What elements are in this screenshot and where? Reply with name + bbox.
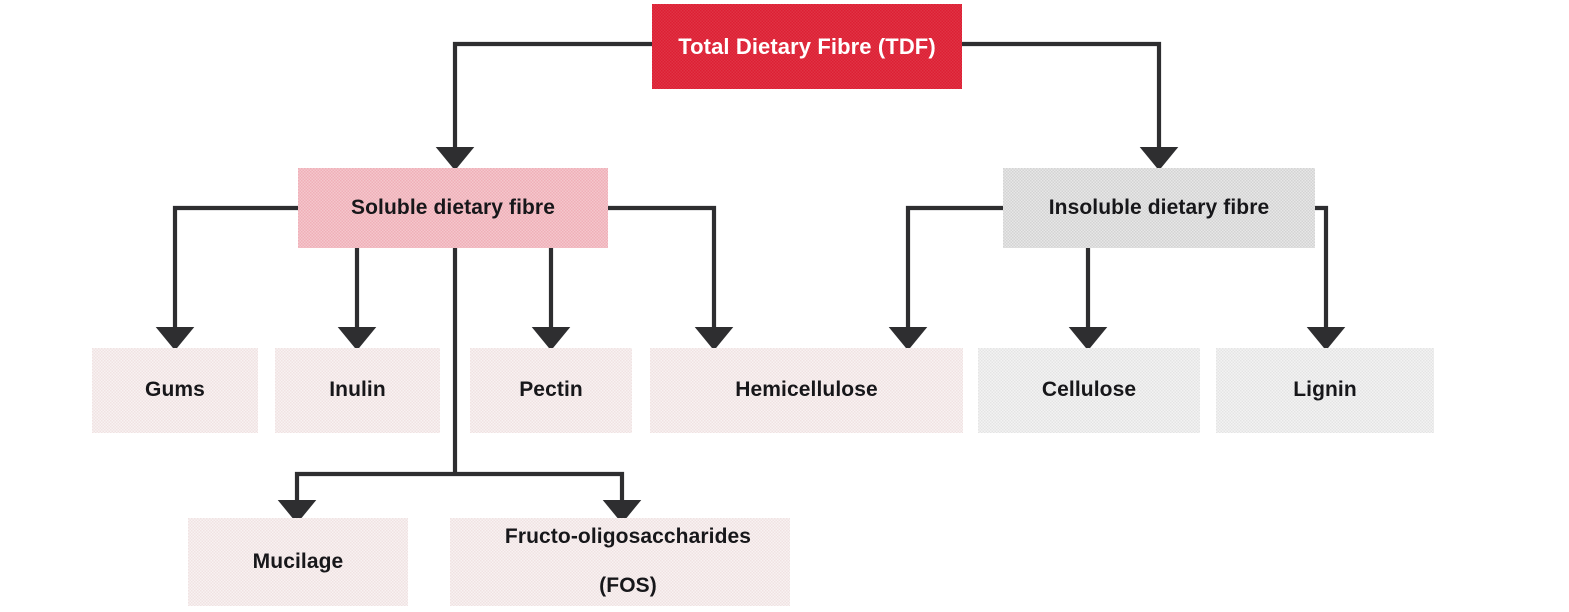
node-cellulose[interactable]: Cellulose (978, 348, 1200, 433)
node-pectin[interactable]: Pectin (470, 348, 632, 433)
node-inulin[interactable]: Inulin (275, 348, 440, 433)
node-soluble-dietary-fibre[interactable]: Soluble dietary fibre (298, 168, 608, 248)
node-hemicellulose[interactable]: Hemicellulose (650, 348, 963, 433)
node-label-mucilage: Mucilage (252, 549, 344, 573)
node-mucilage[interactable]: Mucilage (188, 518, 408, 606)
edge-insoluble-lignin (1306, 205, 1346, 351)
node-label-soluble-dietary-fibre: Soluble dietary fibre (351, 195, 555, 219)
node-label-fos-line1: Fructo-oligosaccharides (504, 524, 752, 548)
node-label-pectin: Pectin (519, 378, 583, 402)
node-label-total-dietary-fibre: Total Dietary Fibre (TDF) (678, 33, 936, 59)
node-label-fos-line2: (FOS) (599, 574, 657, 598)
node-label-gums: Gums (145, 378, 205, 402)
node-insoluble-dietary-fibre[interactable]: Insoluble dietary fibre (1003, 168, 1315, 248)
node-lignin[interactable]: Lignin (1216, 348, 1434, 433)
node-fructo-oligosaccharides[interactable]: Fructo-oligosaccharides (FOS) (450, 518, 790, 606)
node-label-cellulose: Cellulose (1041, 378, 1137, 402)
edge-root-soluble (435, 41, 652, 171)
edge-insoluble-hemicellulose (888, 205, 1003, 351)
node-label-hemicellulose: Hemicellulose (735, 378, 878, 402)
edge-soluble-hemicellulose (608, 205, 734, 351)
edge-root-insoluble (962, 41, 1179, 171)
edge-soluble-gums (155, 205, 298, 351)
edge-soluble-mucilage (277, 471, 455, 524)
node-label-fructo-oligosaccharides: Fructo-oligosaccharides (FOS) (450, 525, 790, 599)
node-label-insoluble-dietary-fibre: Insoluble dietary fibre (1048, 195, 1270, 219)
node-label-inulin: Inulin (329, 378, 386, 402)
node-total-dietary-fibre[interactable]: Total Dietary Fibre (TDF) (652, 4, 962, 89)
edge-soluble-fos (455, 471, 642, 524)
node-gums[interactable]: Gums (92, 348, 258, 433)
node-label-lignin: Lignin (1293, 378, 1357, 402)
